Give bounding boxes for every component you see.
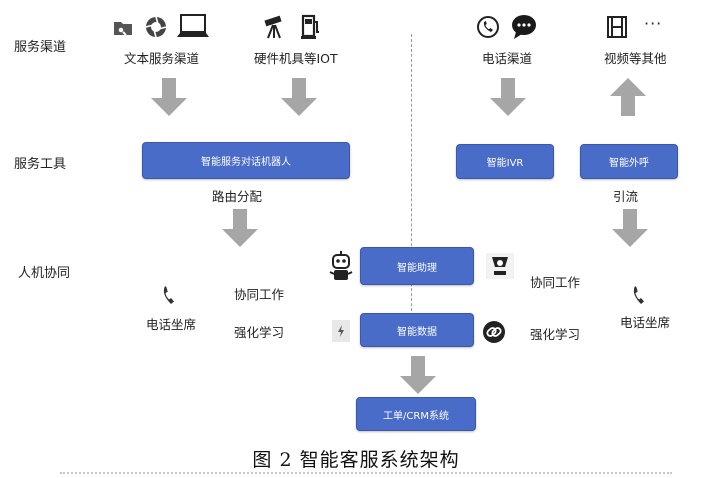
plug-icon [338,325,344,337]
channel-text-label: 文本服务渠道 [124,51,200,66]
arrow-down-divert [612,209,648,247]
collab-left-label: 协同工作 [234,287,285,302]
arrow-down-hardware [281,78,317,116]
robot-icon [329,251,353,280]
learn-right-label: 强化学习 [530,327,581,342]
laptop-icon [177,14,209,37]
chat-bubble-icon [512,15,536,39]
arrow-down-text [151,78,187,116]
agent-left-label: 电话坐席 [146,317,197,332]
link-icon [483,321,505,343]
crm-box: 工单/CRM系统 [356,397,476,431]
film-icon [607,16,627,38]
divert-label: 引流 [613,189,639,204]
arrow-up-video [610,78,646,116]
ellipsis-icon: ··· [644,14,663,33]
channel-hardware-label: 硬件机具等IOT [254,51,338,66]
outbound-box: 智能外呼 [580,144,678,179]
learn-left-label: 强化学习 [234,325,285,340]
folder-search-icon [114,22,132,36]
figure-caption: 图 2 智能客服系统架构 [252,449,460,471]
arrow-down-routing [222,209,258,247]
robot-box: 智能服务对话机器人 [142,142,350,179]
handset-icon [163,286,174,304]
arrow-down-crm [400,356,436,394]
collab-right-label: 协同工作 [530,275,581,290]
handset-icon-right [633,286,644,304]
fuel-pump-icon [301,14,319,39]
arrow-down-phone [490,78,526,116]
row-label-tools: 服务工具 [14,157,67,172]
row-label-collab: 人机协同 [18,266,71,281]
aperture-icon [145,16,167,38]
routing-label: 路由分配 [212,189,263,204]
telescope-icon [264,15,282,39]
divider-line [411,34,412,326]
row-label-channels: 服务渠道 [14,40,67,55]
data-box: 智能数据 [360,313,474,347]
channel-phone-label: 电话渠道 [482,51,533,66]
headset-icon [486,253,514,279]
bottom-rule [60,472,672,474]
ivr-box: 智能IVR [456,144,554,179]
phone-circle-icon [477,16,499,38]
assistant-box: 智能助理 [360,247,474,285]
agent-right-label: 电话坐席 [620,315,671,330]
channel-video-label: 视频等其他 [604,51,667,66]
